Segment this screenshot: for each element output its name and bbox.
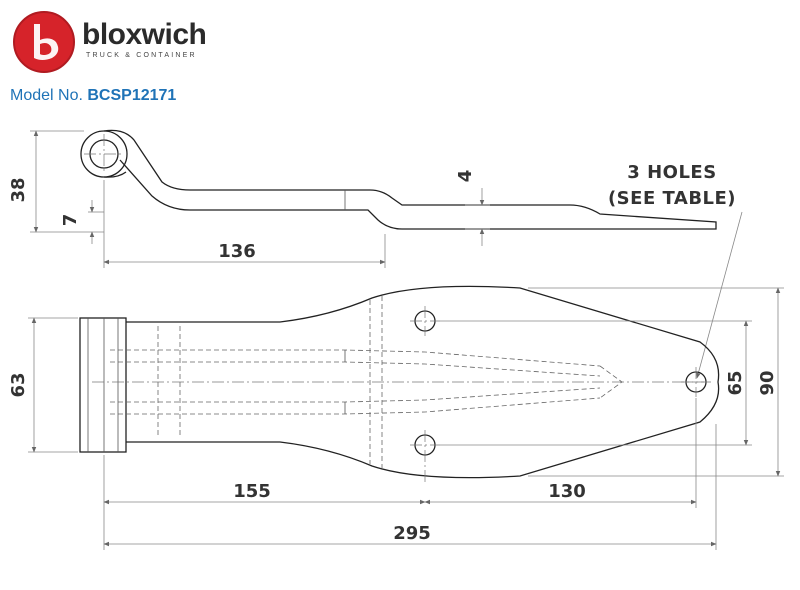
model-label: Model No. [10, 87, 83, 104]
dim-63: 63 [8, 372, 29, 397]
dim-130: 130 [548, 481, 586, 502]
holes-note-line2: (SEE TABLE) [608, 188, 736, 209]
dim-7: 7 [60, 214, 81, 227]
brand-tagline: TRUCK & CONTAINER [86, 52, 197, 59]
header: bloxwich TRUCK & CONTAINER Model No. BCS… [0, 0, 800, 115]
dim-4: 4 [455, 170, 476, 183]
model-line: Model No. BCSP12171 [10, 87, 176, 105]
holes-note-line1: 3 HOLES [627, 162, 716, 183]
model-number: BCSP12171 [87, 87, 177, 104]
dim-136: 136 [218, 241, 256, 262]
dim-155: 155 [233, 481, 271, 502]
top-view: 63 65 90 155 130 295 [8, 285, 784, 550]
dim-65: 65 [725, 370, 746, 395]
brand-name: bloxwich [82, 18, 207, 51]
side-view: 38 7 4 136 [8, 129, 717, 268]
dim-38: 38 [8, 177, 29, 202]
bloxwich-logo-icon [13, 11, 75, 73]
dim-295: 295 [393, 523, 431, 544]
dim-90: 90 [757, 370, 778, 395]
knuckle-block [79, 317, 127, 453]
